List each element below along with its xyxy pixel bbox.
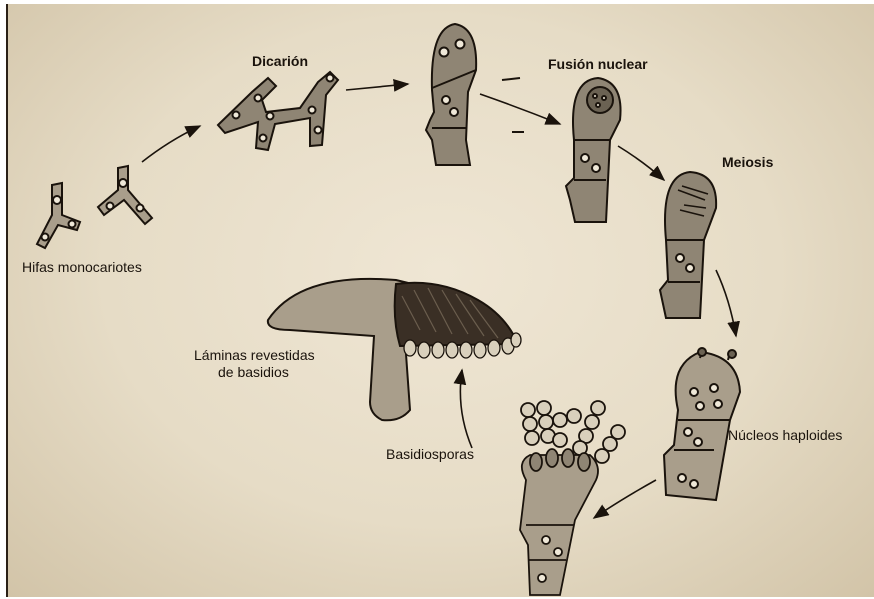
- meiosis-cell: [660, 172, 716, 318]
- decorative-dashes: [502, 78, 524, 132]
- label-laminas-line2: de basidios: [218, 364, 289, 380]
- label-basidiosporas: Basidiosporas: [386, 446, 474, 462]
- label-meiosis: Meiosis: [722, 154, 773, 170]
- label-laminas-line1: Láminas revestidas: [194, 347, 315, 363]
- haploid-basidium: [664, 348, 740, 500]
- label-fusion-nuclear: Fusión nuclear: [548, 56, 648, 72]
- nuclear-fusion-cell: [566, 78, 621, 222]
- monokaryotic-hyphae: [37, 166, 152, 248]
- dikaryon-hyphae: [218, 72, 338, 150]
- binucleate-cell: [426, 24, 476, 165]
- label-nucleos-haploides: Núcleos haploides: [728, 427, 842, 443]
- label-hifas-monocariotes: Hifas monocariotes: [22, 259, 142, 275]
- basidium-with-spores: [520, 401, 625, 595]
- label-dicarion: Dicarión: [252, 53, 308, 69]
